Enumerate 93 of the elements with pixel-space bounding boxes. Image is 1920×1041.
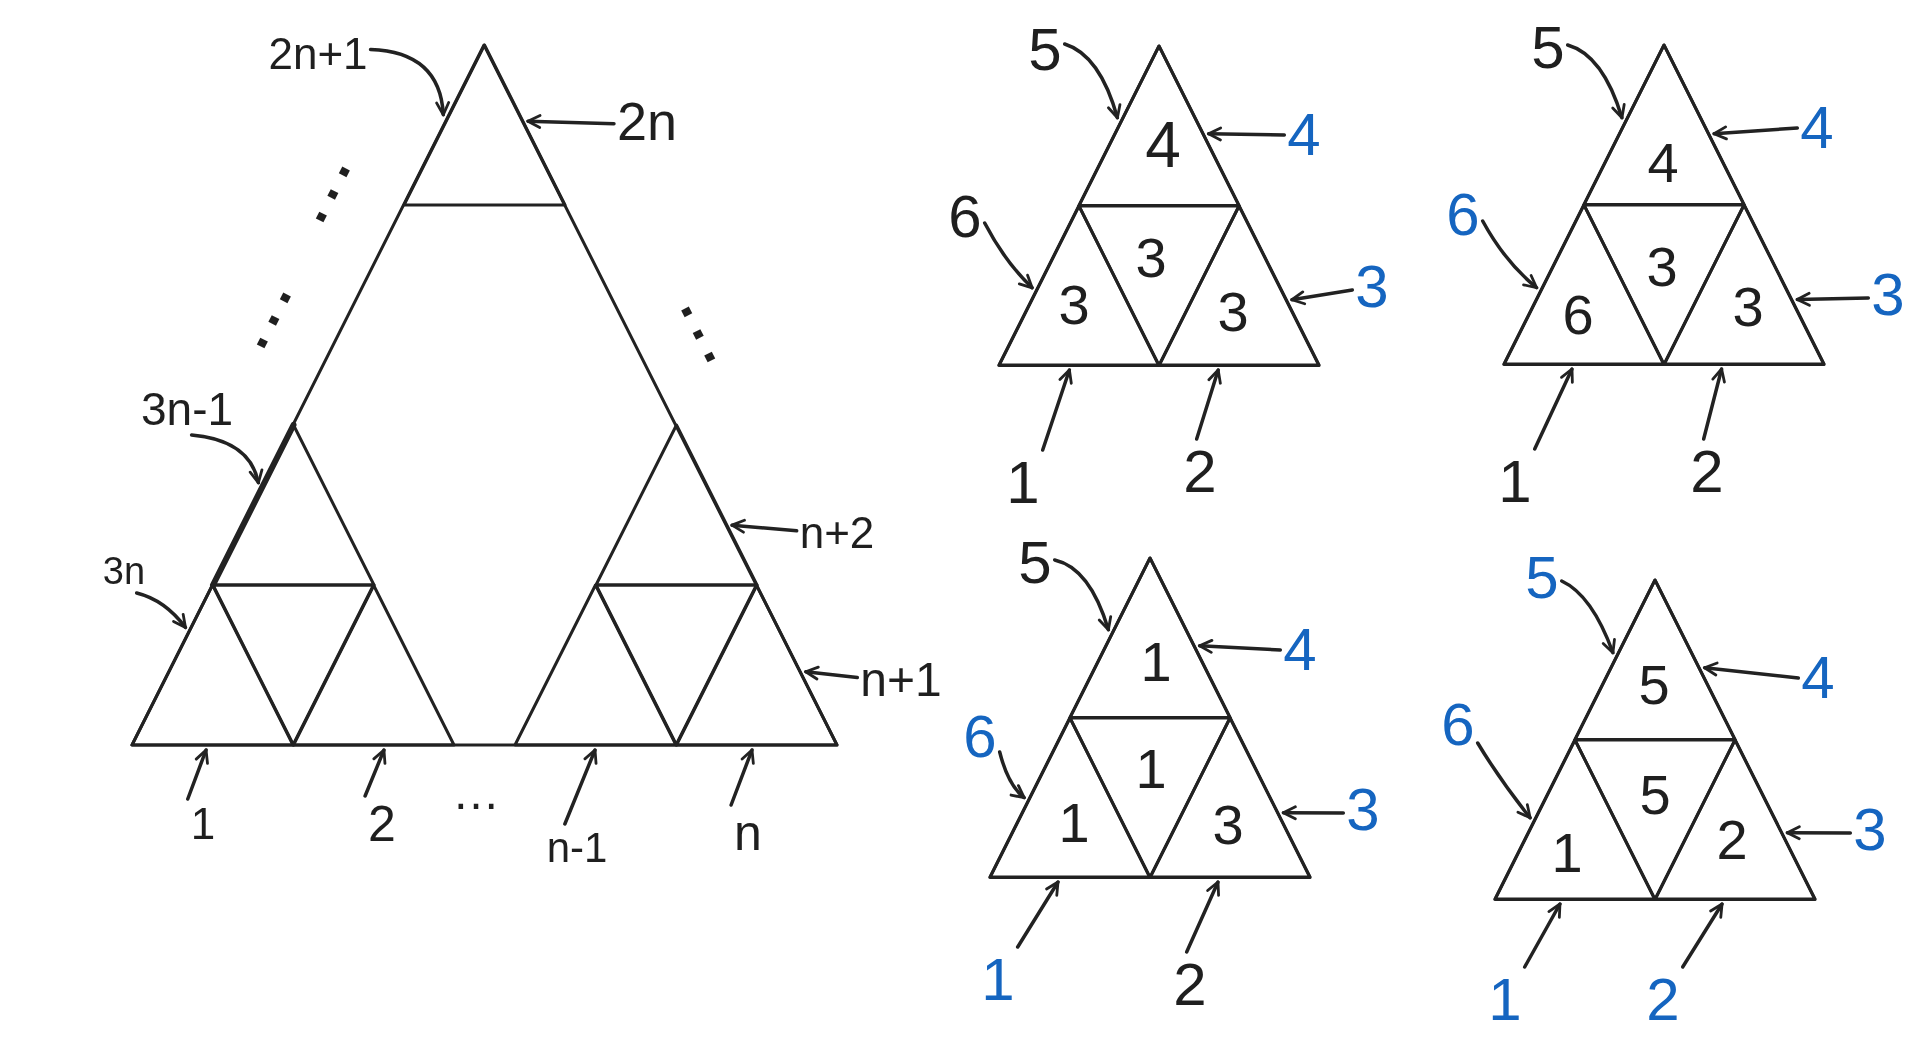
side-label: 2 [1173, 955, 1207, 1015]
leader-arrow [1712, 125, 1800, 141]
side-label: n+1 [860, 656, 942, 704]
side-label: 6 [1446, 185, 1480, 245]
side-label: 3 [1355, 257, 1389, 317]
leader-arrow [1184, 880, 1220, 954]
leader-arrow [363, 748, 387, 798]
triangle [512, 582, 679, 748]
leader-arrow [803, 665, 860, 681]
leader-arrow [1281, 805, 1346, 821]
leader-arrow [1565, 43, 1626, 120]
triangle-number: 1 [1058, 795, 1090, 851]
leader-arrow [730, 518, 799, 534]
leader-arrow [186, 748, 209, 801]
triangle-number: 1 [1551, 825, 1583, 881]
side-label: 3 [1871, 265, 1905, 325]
side-label: 3 [1346, 780, 1380, 840]
triangle-number: 3 [1135, 230, 1167, 286]
leader-arrow [563, 748, 598, 826]
ellipsis: … [664, 270, 773, 378]
side-label: 4 [1801, 648, 1835, 708]
leader-arrow [997, 750, 1026, 800]
leader-arrow [1197, 638, 1283, 654]
triangle-number: 5 [1638, 657, 1670, 713]
triangle-number: 1 [1140, 634, 1172, 690]
triangle-number: 3 [1212, 797, 1244, 853]
leader-arrow [368, 47, 450, 117]
ellipsis: … [452, 768, 500, 817]
side-label: 2 [1183, 442, 1217, 502]
leader-arrow [1040, 368, 1073, 452]
side-label: 6 [1441, 695, 1475, 755]
leader-arrow [526, 114, 616, 129]
triangle-number: 3 [1217, 284, 1249, 340]
side-label: 3n [102, 552, 146, 590]
triangle-number: 2 [1716, 812, 1748, 868]
side-label: 3 [1853, 800, 1887, 860]
side-label: 5 [1018, 533, 1052, 593]
side-label: 4 [1283, 620, 1317, 680]
leader-arrow [1680, 902, 1724, 969]
side-label: 2 [1646, 970, 1680, 1030]
triangle-number: 3 [1646, 239, 1678, 295]
side-label: 2 [1690, 442, 1724, 502]
leader-arrow [1701, 367, 1726, 441]
leader-arrow [1052, 558, 1112, 632]
side-label: 2n [616, 94, 678, 148]
triangle-number: 5 [1639, 767, 1671, 823]
side-label: 2 [368, 799, 396, 849]
triangle [400, 42, 568, 208]
side-label: 5 [1531, 18, 1565, 78]
side-label: 5 [1028, 20, 1062, 80]
leader-arrow [1475, 741, 1532, 820]
leader-arrow [1559, 579, 1616, 655]
side-label: 2n+1 [268, 32, 368, 76]
triangle-number: 1 [1135, 741, 1167, 797]
side-label: n+2 [799, 511, 875, 555]
triangle-number: 4 [1145, 113, 1181, 177]
triangle [290, 582, 457, 748]
side-label: n-1 [546, 827, 608, 869]
triangle [673, 582, 840, 748]
side-label: 6 [948, 187, 982, 247]
side-label: 1 [1488, 970, 1522, 1030]
leader-arrow [1480, 219, 1539, 290]
triangle-number: 6 [1562, 287, 1594, 343]
side-label: n [734, 808, 762, 858]
leader-arrow [1194, 368, 1222, 441]
side-label: 1 [1006, 453, 1040, 513]
side-label: 1 [190, 802, 216, 846]
side-label: 4 [1800, 98, 1834, 158]
leader-arrow [1062, 42, 1122, 120]
leader-arrow [1785, 825, 1853, 841]
ellipsis: … [258, 130, 367, 238]
leader-arrow [189, 433, 263, 485]
ellipsis: … [199, 256, 308, 364]
leader-arrow [134, 591, 188, 630]
leader-arrow [1015, 880, 1060, 949]
leader-arrow [1795, 291, 1871, 307]
side-label: 5 [1525, 548, 1559, 608]
triangle [996, 202, 1162, 368]
side-label: 1 [981, 950, 1015, 1010]
leader-arrow [1206, 126, 1287, 142]
leader-arrow [1522, 902, 1562, 969]
side-label: 4 [1287, 105, 1321, 165]
triangle-number: 3 [1058, 277, 1090, 333]
side-label: 1 [1498, 452, 1532, 512]
leader-arrow [729, 748, 755, 807]
triangle-number: 3 [1732, 279, 1764, 335]
side-label: 6 [963, 707, 997, 767]
leader-arrow [1532, 367, 1574, 451]
leader-arrow [1290, 288, 1355, 306]
triangle-number: 4 [1647, 135, 1679, 191]
leader-arrow [1702, 661, 1801, 680]
leader-arrow [982, 221, 1034, 290]
side-label: 3n-1 [140, 386, 234, 432]
